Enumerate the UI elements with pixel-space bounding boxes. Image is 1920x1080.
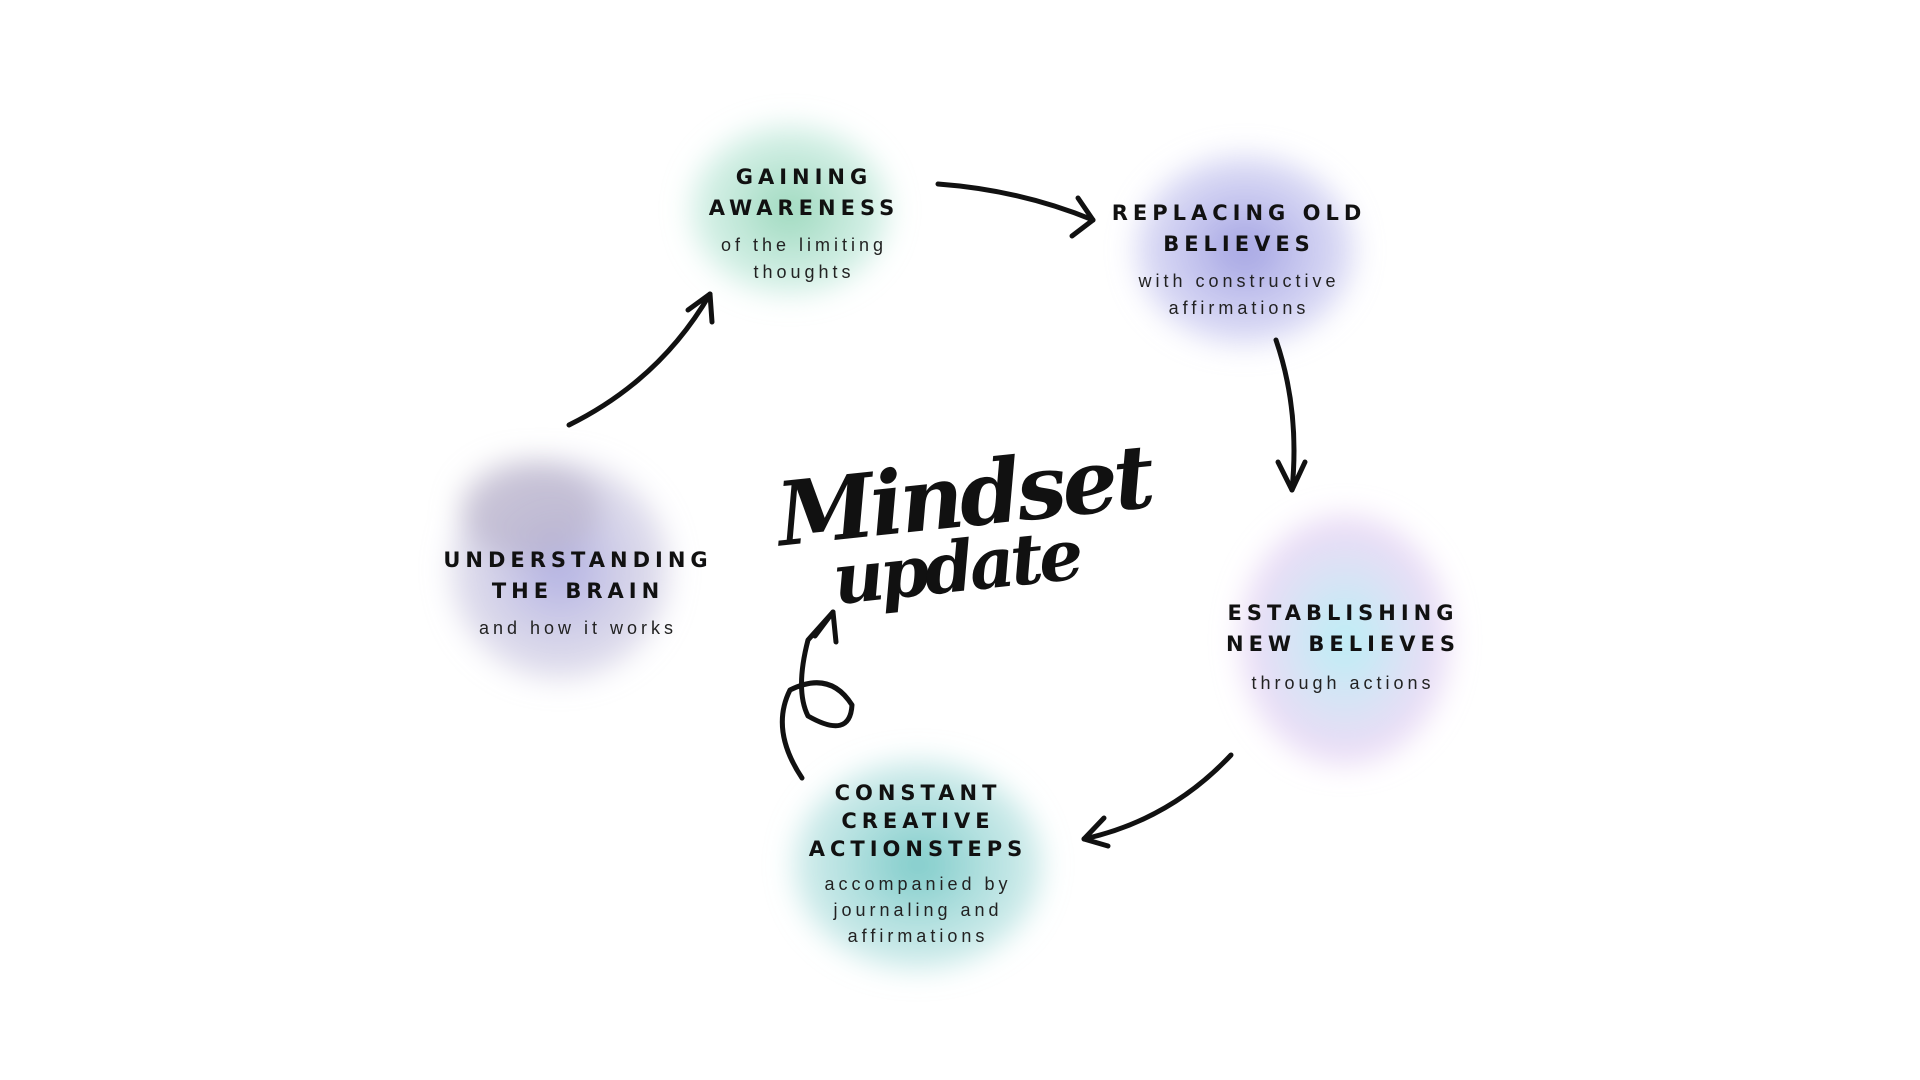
step-title: UNDERSTANDING: [443, 548, 713, 572]
watercolor-blob-establishing: [1240, 515, 1450, 765]
arrow-constant-to-center: [779, 609, 855, 781]
step-title: CREATIVE: [841, 809, 995, 833]
step-understanding-the-brain: UNDERSTANDING THE BRAIN and how it works: [443, 545, 712, 642]
arrow-replacing-to-establishing: [1273, 337, 1308, 493]
step-subtitle: affirmations: [847, 926, 989, 946]
step-subtitle: through actions: [1251, 673, 1435, 693]
watercolor-blob-understanding: [450, 460, 670, 680]
step-title: BELIEVES: [1163, 232, 1315, 256]
step-subtitle: of the limiting: [720, 235, 888, 255]
step-subtitle: thoughts: [753, 262, 855, 282]
step-subtitle: accompanied by: [824, 874, 1012, 894]
step-title: REPLACING OLD: [1111, 201, 1367, 225]
step-title: ESTABLISHING: [1227, 601, 1459, 625]
step-subtitle: journaling and: [833, 900, 1003, 920]
step-replacing-old-believes: REPLACING OLD BELIEVES with constructive…: [1112, 198, 1367, 322]
watercolor-blob-gaining: [690, 125, 890, 295]
step-subtitle: and how it works: [478, 618, 678, 638]
step-subtitle: affirmations: [1168, 298, 1310, 318]
step-gaining-awareness: GAINING AWARENESS of the limiting though…: [709, 162, 900, 286]
step-title: ACTIONSTEPS: [808, 837, 1028, 861]
step-title: NEW BELIEVES: [1225, 632, 1461, 656]
step-constant-creative-actionsteps: CONSTANT CREATIVE ACTIONSTEPS accompanie…: [809, 779, 1028, 949]
arrow-gaining-to-replacing: [935, 181, 1096, 239]
step-subtitle: with constructive: [1138, 271, 1340, 291]
arrow-understanding-to-gaining: [566, 291, 715, 428]
step-title: AWARENESS: [708, 196, 900, 220]
step-title: GAINING: [735, 165, 873, 189]
watercolor-blob-replacing: [1135, 155, 1355, 345]
step-title: THE BRAIN: [491, 579, 665, 603]
step-title: CONSTANT: [834, 781, 1002, 805]
watercolor-blob-constant: [793, 760, 1043, 970]
arrow-establishing-to-constant: [1081, 752, 1234, 849]
step-establishing-new-believes: ESTABLISHING NEW BELIEVES through action…: [1226, 598, 1460, 697]
